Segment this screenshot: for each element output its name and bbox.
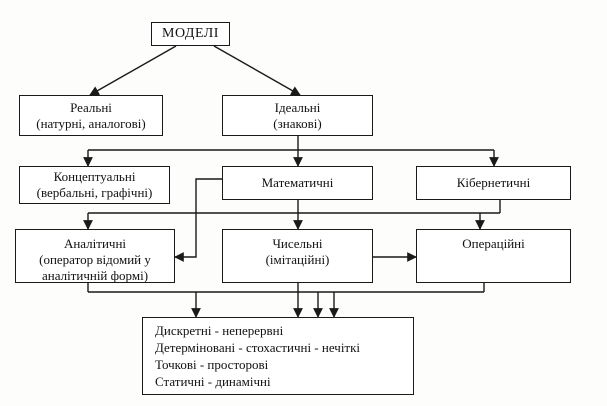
arrow-root-to-ideal — [213, 45, 301, 96]
real-title: Реальні — [70, 99, 112, 115]
analytical-line2: (оператор відомий у — [39, 252, 151, 267]
category-deterministic-stochastic-fuzzy: Детерміновані - стохастичні - нечіткі — [155, 340, 361, 355]
box-analytical-models: Аналітичні (оператор відомий у аналітичн… — [15, 229, 175, 283]
numerical-subtitle: (імітаційні) — [265, 252, 330, 267]
box-conceptual-models: Концептуальні (вербальні, графічні) — [19, 166, 170, 204]
box-real-models: Реальні (натурні, аналогові) — [19, 95, 163, 136]
numerical-title: Чисельні — [272, 236, 323, 251]
box-ideal-models: Ідеальні (знакові) — [222, 95, 373, 136]
operational-title: Операційні — [462, 236, 525, 251]
box-operational-models: Операційні — [416, 229, 571, 283]
box-model-categories: Дискретні - неперервні Детерміновані - с… — [142, 317, 414, 395]
real-subtitle: (натурні, аналогові) — [36, 115, 146, 131]
ideal-title: Ідеальні — [274, 99, 321, 115]
root-label: МОДЕЛІ — [162, 26, 219, 41]
box-mathematical-models: Математичні — [222, 166, 373, 200]
category-discrete-continuous: Дискретні - неперервні — [155, 323, 284, 338]
cybernetic-title: Кібернетичні — [456, 175, 531, 190]
category-static-dynamic: Статичні - динамічні — [155, 374, 271, 389]
box-cybernetic-models: Кібернетичні — [416, 166, 571, 200]
ideal-subtitle: (знакові) — [273, 115, 322, 131]
box-numerical-models: Чисельні (імітаційні) — [222, 229, 373, 283]
root-box-models: МОДЕЛІ — [151, 22, 230, 46]
mathematical-title: Математичні — [261, 175, 334, 190]
analytical-line3: аналітичній формі) — [41, 268, 149, 283]
category-point-spatial: Точкові - просторові — [155, 357, 269, 372]
conceptual-subtitle: (вербальні, графічні) — [36, 185, 153, 200]
analytical-title: Аналітичні — [63, 236, 127, 251]
arrow-mathematical-to-analytical — [174, 178, 222, 262]
conceptual-title: Концептуальні — [53, 169, 136, 184]
arrow-root-to-real — [89, 45, 177, 96]
